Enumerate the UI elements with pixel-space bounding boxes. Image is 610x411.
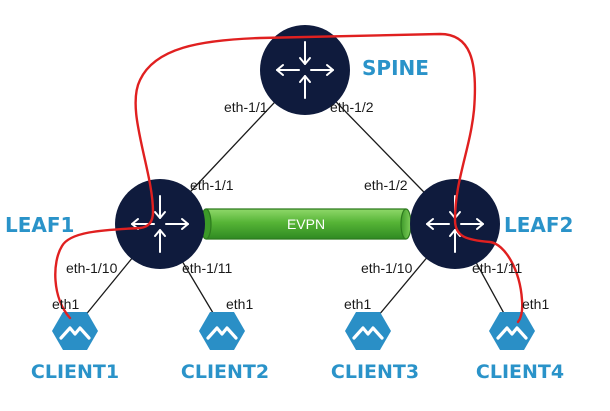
host-icon [50, 310, 100, 352]
client1-host[interactable] [50, 310, 100, 352]
client3-host[interactable] [343, 310, 393, 352]
client2-label: CLIENT2 [181, 361, 269, 383]
client1-label: CLIENT1 [31, 361, 119, 383]
port-label-leaf1-client2: eth-1/11 [182, 260, 233, 276]
leaf2-label: LEAF2 [504, 213, 573, 237]
client3-port-label: eth1 [344, 296, 371, 312]
host-icon [197, 310, 247, 352]
evpn-tunnel: EVPN [200, 208, 412, 240]
client4-label: CLIENT4 [476, 361, 564, 383]
evpn-label: EVPN [287, 216, 325, 232]
port-label-leaf2-uplink: eth-1/2 [364, 177, 408, 193]
spine-label: SPINE [362, 56, 429, 80]
leaf1-label: LEAF1 [5, 213, 74, 237]
client2-host[interactable] [197, 310, 247, 352]
port-label-leaf1-uplink: eth-1/1 [190, 177, 234, 193]
client1-port-label: eth1 [52, 296, 79, 312]
port-label-leaf2-client4: eth-1/11 [472, 260, 523, 276]
port-label-leaf2-client3: eth-1/10 [361, 260, 413, 276]
port-label-leaf1-client1: eth-1/10 [66, 260, 118, 276]
traffic-path [54, 32, 524, 324]
port-label-spine-leaf1: eth-1/1 [224, 99, 268, 115]
host-icon [487, 310, 537, 352]
client4-port-label: eth1 [522, 296, 549, 312]
client4-host[interactable] [487, 310, 537, 352]
client2-port-label: eth1 [226, 296, 253, 312]
host-icon [343, 310, 393, 352]
client3-label: CLIENT3 [331, 361, 419, 383]
port-label-spine-leaf2: eth-1/2 [330, 99, 374, 115]
